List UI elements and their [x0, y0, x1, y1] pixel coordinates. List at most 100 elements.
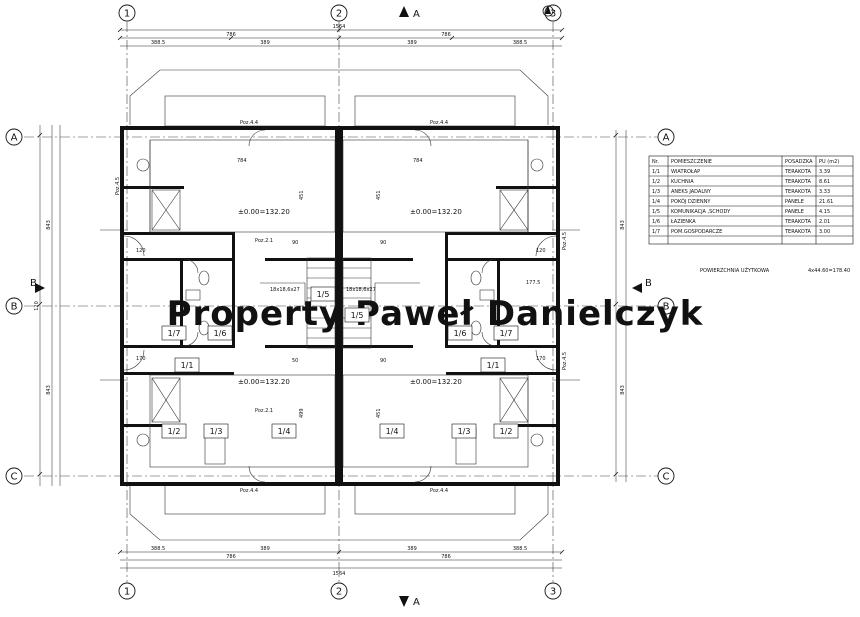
table-cell: 1/5 [652, 209, 660, 215]
level-upper-right: ±0.00=132.20 [410, 208, 462, 216]
dim-bsub-2: 389 [260, 546, 270, 552]
svg-text:Poz.4.4: Poz.4.4 [240, 488, 258, 494]
table-cell: PANELE [785, 209, 804, 215]
room-label-1-3-left: 1/3 [203, 423, 229, 439]
room-label-1-3-right: 1/3 [451, 423, 477, 439]
svg-text:499: 499 [299, 408, 305, 418]
room-label-1-2-right: 1/2 [493, 423, 519, 439]
svg-text:90: 90 [292, 240, 298, 246]
table-cell: ŁAZIENKA [670, 219, 696, 225]
svg-text:2: 2 [336, 9, 342, 20]
table-cell: 1/1 [652, 169, 660, 175]
svg-text:2: 2 [336, 587, 342, 598]
svg-text:Poz.4.4: Poz.4.4 [240, 120, 258, 126]
svg-text:1/5: 1/5 [317, 290, 330, 299]
svg-text:A: A [663, 133, 670, 144]
svg-text:Poz.2.1: Poz.2.1 [255, 408, 273, 414]
svg-text:170: 170 [136, 356, 146, 362]
dim-right-lower: 843 [620, 385, 626, 395]
svg-text:A: A [11, 133, 18, 144]
dim-sub-2: 389 [260, 40, 270, 46]
north-symbol [542, 5, 554, 17]
table-cell: TERAKOTA [784, 169, 812, 175]
axis-bubble-c-left: C [5, 467, 23, 485]
room-labels: 1/1 1/1 1/2 1/2 1/3 1/3 1/4 1/4 1/5 1/5 … [161, 286, 519, 439]
axis-bubble-2-bottom: 2 [330, 582, 348, 600]
axis-bubble-a-right: A [657, 128, 675, 146]
svg-text:1/7: 1/7 [168, 329, 181, 338]
dim-right-upper: 843 [620, 220, 626, 230]
svg-text:451: 451 [299, 190, 305, 200]
table-cell: ANEKS JADALNY [671, 189, 712, 195]
section-mark-a-bottom: A [399, 596, 420, 608]
table-cell: TERAKOTA [784, 179, 812, 185]
svg-text:50: 50 [292, 358, 298, 364]
room-label-1-7-right: 1/7 [493, 325, 519, 341]
svg-text:B: B [11, 302, 18, 313]
svg-text:Poz.4.4: Poz.4.4 [430, 488, 448, 494]
svg-text:A: A [413, 597, 420, 608]
table-cell: 3.39 [819, 169, 830, 175]
table-cell: 4.15 [819, 209, 830, 215]
section-mark-a-top: A [399, 6, 420, 20]
room-label-1-4-right: 1/4 [379, 423, 405, 439]
svg-text:C: C [663, 472, 670, 483]
axis-bubble-2-top: 2 [330, 4, 348, 22]
table-cell: 8.61 [819, 179, 830, 185]
svg-text:B: B [663, 302, 670, 313]
table-cell: TERAKOTA [784, 219, 812, 225]
level-upper-left: ±0.00=132.20 [238, 208, 290, 216]
table-cell: 1/2 [652, 179, 660, 185]
room-label-1-1-left: 1/1 [174, 357, 200, 373]
svg-text:1/2: 1/2 [168, 427, 181, 436]
axis-bubble-b-right: B [657, 297, 675, 315]
dim-bsub-1: 388.5 [151, 546, 165, 552]
room-label-1-7-left: 1/7 [161, 325, 187, 341]
dimension-lines [39, 29, 627, 569]
svg-text:1/3: 1/3 [210, 427, 223, 436]
table-footer-label: POWIERZCHNIA UŻYTKOWA [700, 267, 770, 274]
svg-text:1/4: 1/4 [386, 427, 399, 436]
table-cell: 2.01 [819, 219, 830, 225]
svg-text:784: 784 [413, 158, 423, 164]
svg-text:Poz.4.5: Poz.4.5 [562, 352, 568, 370]
section-mark-b-right: B [632, 278, 652, 293]
position-markers: Poz.4.4 Poz.4.4 Poz.4.4 Poz.4.4 Poz.2.1 … [115, 120, 568, 494]
svg-text:120: 120 [536, 248, 546, 254]
table-header-floor: POSADZKA [785, 159, 813, 165]
svg-text:3: 3 [550, 9, 556, 20]
table-cell: PANELE [785, 199, 804, 205]
axis-bubble-1-top: 1 [118, 4, 136, 22]
svg-text:784: 784 [237, 158, 247, 164]
table-header-area: PU (m2) [819, 159, 839, 165]
svg-text:3: 3 [550, 587, 556, 598]
svg-text:B: B [30, 278, 37, 289]
svg-text:170: 170 [536, 356, 546, 362]
table-cell: WIATROŁAP [671, 169, 700, 175]
dim-bottom-right: 786 [441, 554, 451, 560]
table-header-nr: Nr. [652, 159, 659, 165]
level-annotations: ±0.00=132.20 ±0.00=132.20 ±0.00=132.20 ±… [238, 208, 462, 386]
door-swings [123, 129, 557, 483]
kitchen-fixtures [136, 158, 544, 465]
dimension-texts: 1564 786 786 388.5 389 389 388.5 1564 78… [34, 24, 626, 577]
table-cell: KUCHNIA [671, 179, 694, 185]
room-label-1-6-right: 1/6 [447, 325, 473, 341]
interior-dims: 784 784 451 451 499 451 90 90 50 90 177.… [136, 158, 546, 418]
dim-left-upper: 843 [46, 220, 52, 230]
svg-text:90: 90 [380, 240, 386, 246]
dim-top-right: 786 [441, 32, 451, 38]
dim-sub-3: 389 [407, 40, 417, 46]
svg-text:1/1: 1/1 [181, 361, 194, 370]
table-cell: 3.00 [819, 229, 830, 235]
axis-bubble-3-bottom: 3 [544, 582, 562, 600]
svg-text:1/6: 1/6 [454, 329, 467, 338]
svg-text:Poz.4.5: Poz.4.5 [562, 232, 568, 250]
dimension-ticks [37, 27, 619, 555]
table-cell: POKÓJ DZIENNY [671, 198, 711, 205]
svg-text:A: A [413, 9, 420, 20]
svg-text:1/3: 1/3 [458, 427, 471, 436]
room-label-1-5-right: 1/5 [344, 307, 370, 323]
dim-bottom-left: 786 [226, 554, 236, 560]
room-schedule-table: Nr. POMIESZCZENIE POSADZKA PU (m2) 1/1 W… [648, 155, 854, 274]
